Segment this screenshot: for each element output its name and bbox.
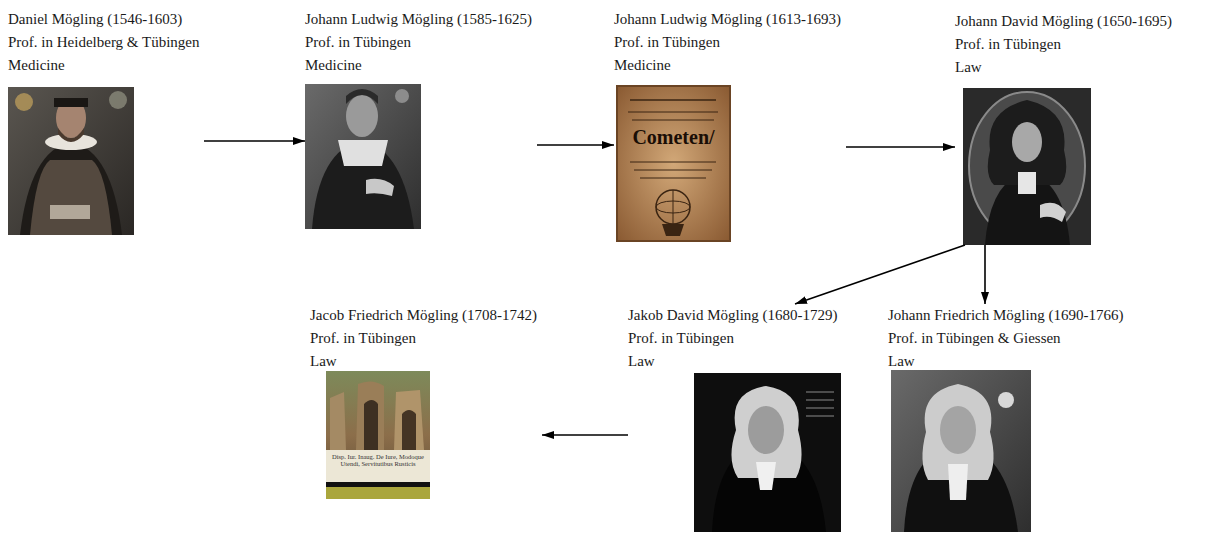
- portrait: [963, 88, 1091, 245]
- cover-title: Disp. Iur. Inaug. De Iure, Modoque Utend…: [329, 453, 427, 468]
- field-text: Medicine: [305, 54, 362, 77]
- field-text: Medicine: [8, 54, 65, 77]
- position-text: Prof. in Tübingen: [628, 327, 734, 350]
- position-text: Prof. in Tübingen: [614, 31, 720, 54]
- person-name: Jacob Friedrich Mögling (1708-1742): [310, 304, 537, 327]
- descent-arrow: [542, 434, 628, 436]
- position-text: Prof. in Tübingen & Giessen: [888, 327, 1061, 350]
- descent-arrow: [984, 245, 986, 304]
- cover-title: Cometen/: [619, 126, 728, 148]
- descent-arrow: [795, 245, 965, 304]
- person-name: Johann Ludwig Mögling (1613-1693): [614, 8, 841, 31]
- descent-arrow: [537, 144, 614, 146]
- person-node: Daniel Mögling (1546-1603)Prof. in Heide…: [8, 8, 204, 235]
- book-cover: [326, 371, 430, 499]
- person-name: Johann David Mögling (1650-1695): [955, 10, 1172, 33]
- portrait: [694, 373, 841, 532]
- position-text: Prof. in Tübingen: [310, 327, 416, 350]
- person-node: Johann David Mögling (1650-1695)Prof. in…: [955, 10, 1177, 245]
- field-text: Law: [955, 56, 982, 79]
- descent-arrow: [204, 140, 305, 142]
- person-node: Jacob Friedrich Mögling (1708-1742)Prof.…: [310, 304, 542, 499]
- position-text: Prof. in Tübingen: [955, 33, 1061, 56]
- field-text: Medicine: [614, 54, 671, 77]
- field-text: Law: [310, 350, 337, 373]
- portrait: [8, 87, 134, 235]
- person-node: Johann Ludwig Mögling (1613-1693)Prof. i…: [614, 8, 846, 241]
- field-text: Law: [628, 350, 655, 373]
- position-text: Prof. in Tübingen: [305, 31, 411, 54]
- book-cover: [617, 86, 730, 241]
- person-name: Daniel Mögling (1546-1603): [8, 8, 182, 31]
- field-text: Law: [888, 350, 915, 373]
- person-name: Johann Ludwig Mögling (1585-1625): [305, 8, 532, 31]
- person-node: Jakob David Mögling (1680-1729)Prof. in …: [628, 304, 842, 532]
- portrait: [305, 84, 421, 229]
- portrait: [891, 370, 1031, 532]
- descent-arrow: [846, 146, 955, 148]
- person-node: Johann Friedrich Mögling (1690-1766)Prof…: [888, 304, 1128, 532]
- position-text: Prof. in Heidelberg & Tübingen: [8, 31, 200, 54]
- person-node: Johann Ludwig Mögling (1585-1625)Prof. i…: [305, 8, 537, 229]
- person-name: Jakob David Mögling (1680-1729): [628, 304, 838, 327]
- person-name: Johann Friedrich Mögling (1690-1766): [888, 304, 1123, 327]
